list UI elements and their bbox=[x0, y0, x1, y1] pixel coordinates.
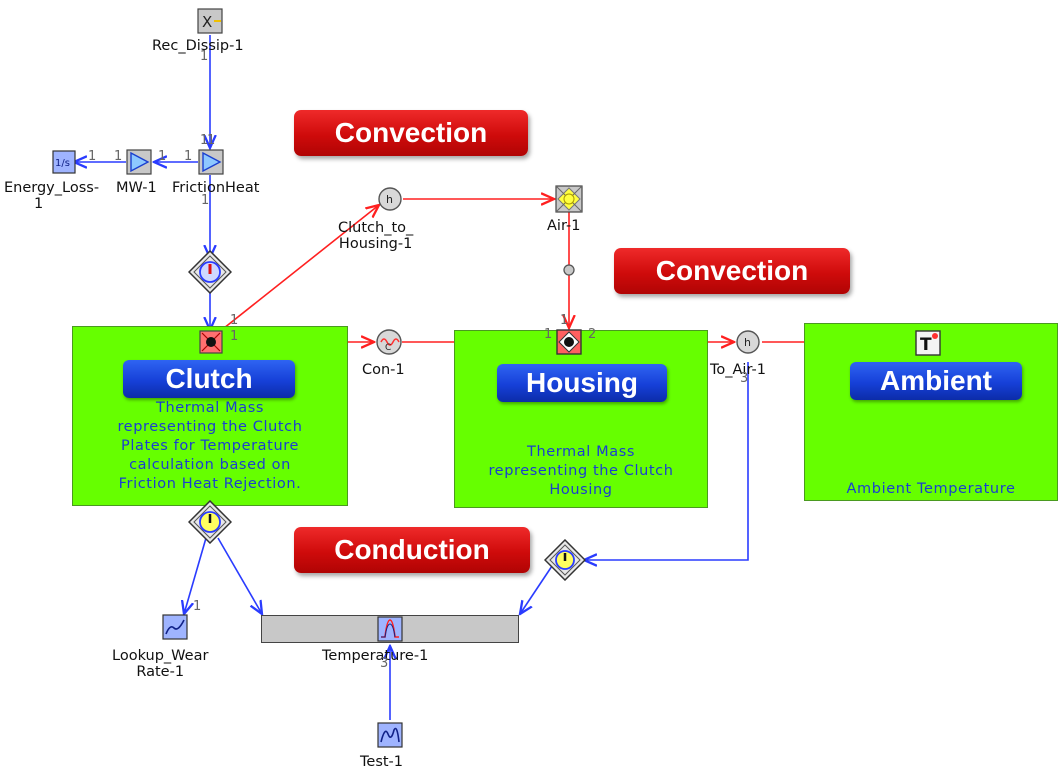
junction-icon[interactable] bbox=[562, 263, 576, 277]
housing-description: Thermal Mass representing the Clutch Hou… bbox=[488, 444, 674, 498]
temperature-sensor-icon[interactable] bbox=[544, 539, 586, 581]
conduction-icon[interactable]: C bbox=[375, 328, 403, 356]
lookup-wear-label: Lookup_Wear Rate-1 bbox=[112, 648, 209, 680]
to-air-label: To_Air-1 bbox=[710, 362, 766, 378]
wire-clutch-convection1[interactable] bbox=[213, 205, 379, 337]
lookup-table-icon[interactable] bbox=[162, 614, 188, 640]
port-number: 1 bbox=[230, 313, 239, 328]
convection-icon[interactable]: h bbox=[377, 186, 403, 212]
housing-panel[interactable]: Thermal Mass representing the Clutch Hou… bbox=[454, 330, 708, 508]
port-number: 1 bbox=[184, 149, 193, 164]
wire-sensor-lookup[interactable] bbox=[184, 537, 207, 614]
ambient-panel[interactable]: Ambient Temperature bbox=[804, 323, 1058, 501]
convection-label-top: Convection bbox=[294, 110, 528, 156]
svg-text:X: X bbox=[202, 13, 212, 31]
thermal-node-icon[interactable] bbox=[556, 329, 582, 355]
test-label: Test-1 bbox=[360, 754, 404, 770]
svg-text:h: h bbox=[744, 336, 751, 349]
convection-icon[interactable]: h bbox=[735, 329, 761, 355]
temperature-source-icon[interactable]: T bbox=[915, 330, 941, 356]
wire-sensor-temperature[interactable] bbox=[217, 537, 262, 614]
port-number: 1 bbox=[201, 193, 210, 208]
wire-toair-sensor2[interactable] bbox=[584, 362, 749, 560]
port-number: 1 bbox=[200, 133, 209, 148]
convection-label-right: Convection bbox=[614, 248, 850, 294]
con-label: Con-1 bbox=[362, 362, 405, 378]
port-number: 1 bbox=[193, 599, 202, 614]
port-number: 3 bbox=[380, 656, 389, 671]
wire-sensor2-temperature[interactable] bbox=[520, 559, 557, 614]
housing-title: Housing bbox=[497, 364, 667, 402]
mw-label: MW-1 bbox=[116, 180, 157, 196]
gain-icon[interactable] bbox=[198, 149, 224, 175]
clutch-title: Clutch bbox=[123, 360, 295, 398]
gain-icon[interactable] bbox=[126, 149, 152, 175]
clutch-to-housing-label: Clutch_to_ Housing-1 bbox=[338, 220, 414, 252]
conduction-label: Conduction bbox=[294, 527, 530, 573]
port-number: 1 bbox=[544, 327, 553, 342]
temperature-label: Temperature-1 bbox=[322, 648, 429, 664]
clutch-description: Thermal Mass representing the Clutch Pla… bbox=[117, 400, 303, 492]
port-number: 1 bbox=[88, 149, 97, 164]
ambient-description: Ambient Temperature bbox=[846, 481, 1016, 497]
heat-source-icon[interactable] bbox=[188, 250, 232, 294]
port-number: 3 bbox=[740, 371, 749, 386]
friction-heat-label: FrictionHeat bbox=[172, 180, 260, 196]
svg-text:C: C bbox=[385, 343, 391, 353]
energy-loss-label: Energy_Loss- 1 bbox=[4, 180, 100, 212]
port-number: 1 bbox=[158, 149, 167, 164]
svg-text:T: T bbox=[920, 335, 932, 355]
scope-icon[interactable] bbox=[377, 616, 403, 642]
svg-text:1/s: 1/s bbox=[55, 158, 70, 169]
air-label: Air-1 bbox=[547, 218, 581, 234]
port-number: 1 bbox=[207, 133, 216, 148]
switch-icon[interactable]: X bbox=[197, 8, 223, 34]
ambient-title: Ambient bbox=[850, 362, 1022, 400]
port-number: 1 bbox=[230, 329, 239, 344]
port-number: 2 bbox=[588, 327, 597, 342]
temperature-sensor-icon[interactable] bbox=[188, 500, 232, 544]
port-number: 1 bbox=[560, 313, 569, 328]
svg-text:h: h bbox=[386, 193, 393, 206]
thermal-node-icon[interactable] bbox=[199, 330, 223, 354]
rec-dissip-label: Rec_Dissip-1 bbox=[152, 38, 244, 54]
clutch-panel[interactable]: Thermal Mass representing the Clutch Pla… bbox=[72, 326, 348, 506]
port-number: 1 bbox=[114, 149, 123, 164]
signal-source-icon[interactable] bbox=[377, 722, 403, 748]
air-node-icon[interactable] bbox=[555, 185, 583, 213]
port-number: 1 bbox=[200, 49, 209, 64]
integrator-icon[interactable]: 1/s bbox=[52, 150, 76, 174]
